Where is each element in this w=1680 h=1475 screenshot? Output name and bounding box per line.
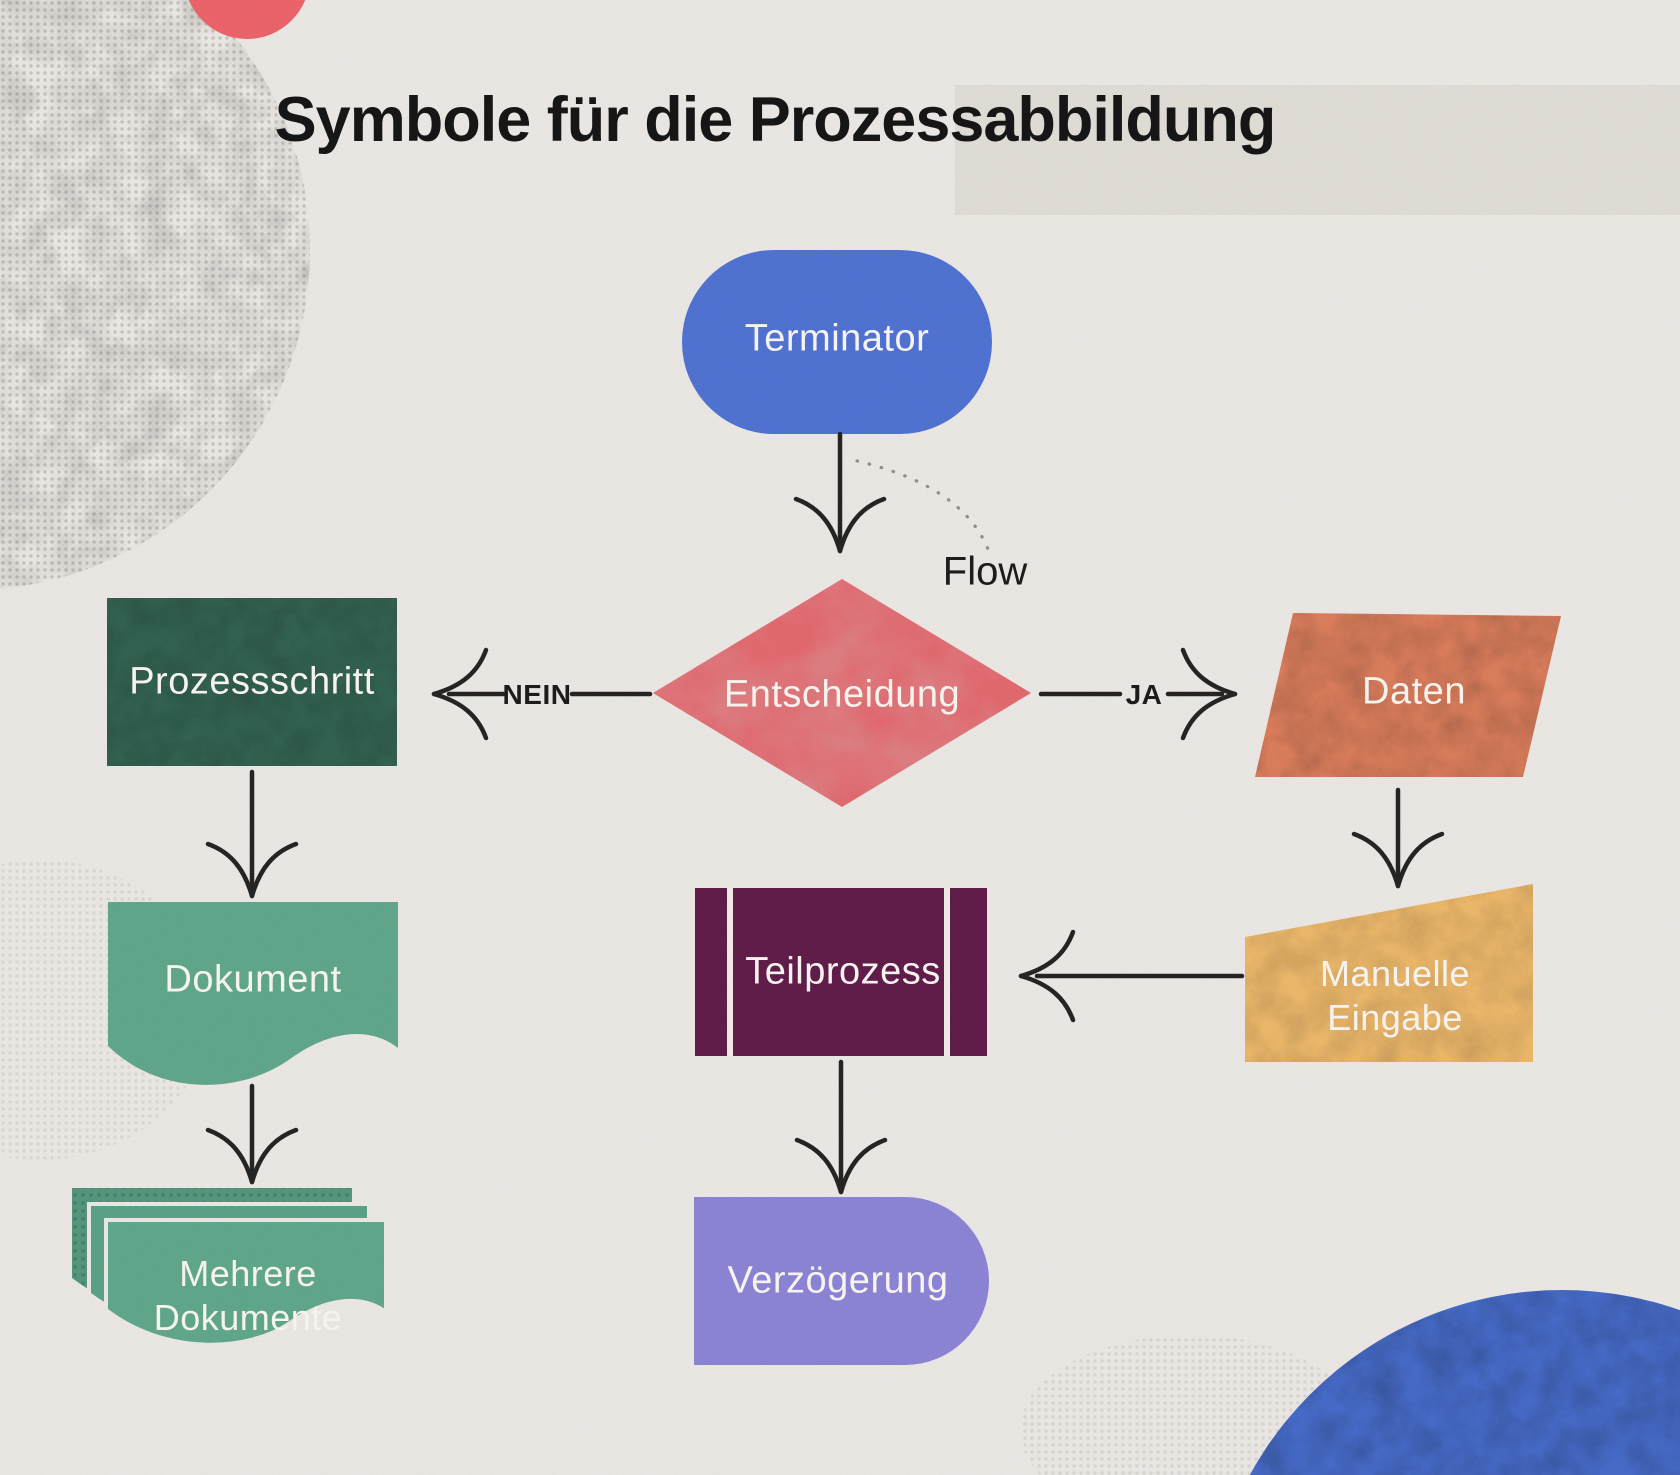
delay-label: Verzögerung [727,1259,949,1302]
manual-input-label: Manuelle Eingabe [1320,952,1470,1040]
document-label: Dokument [164,958,342,1001]
manual-input-label-line2: Eingabe [1327,997,1463,1038]
process-label: Prozessschritt [129,660,375,703]
flow-edge-label: Flow [942,549,1028,594]
decision-label: Entscheidung [723,673,961,716]
multiple-documents-label-line1: Mehrere [179,1253,317,1295]
ja-edge-label: JA [1125,679,1163,710]
subprocess-label: Teilprozess [745,950,941,993]
nein-edge-label: NEIN [502,679,572,710]
multiple-documents-label: Mehrere Dokumente [154,1252,343,1340]
terminator-label: Terminator [744,317,930,360]
manual-input-label-line1: Manuelle [1319,953,1471,995]
page-title: Symbole für die Prozessabbildung [274,85,1277,155]
multiple-documents-label-line2: Dokumente [153,1297,343,1338]
data-label: Daten [1362,670,1466,713]
